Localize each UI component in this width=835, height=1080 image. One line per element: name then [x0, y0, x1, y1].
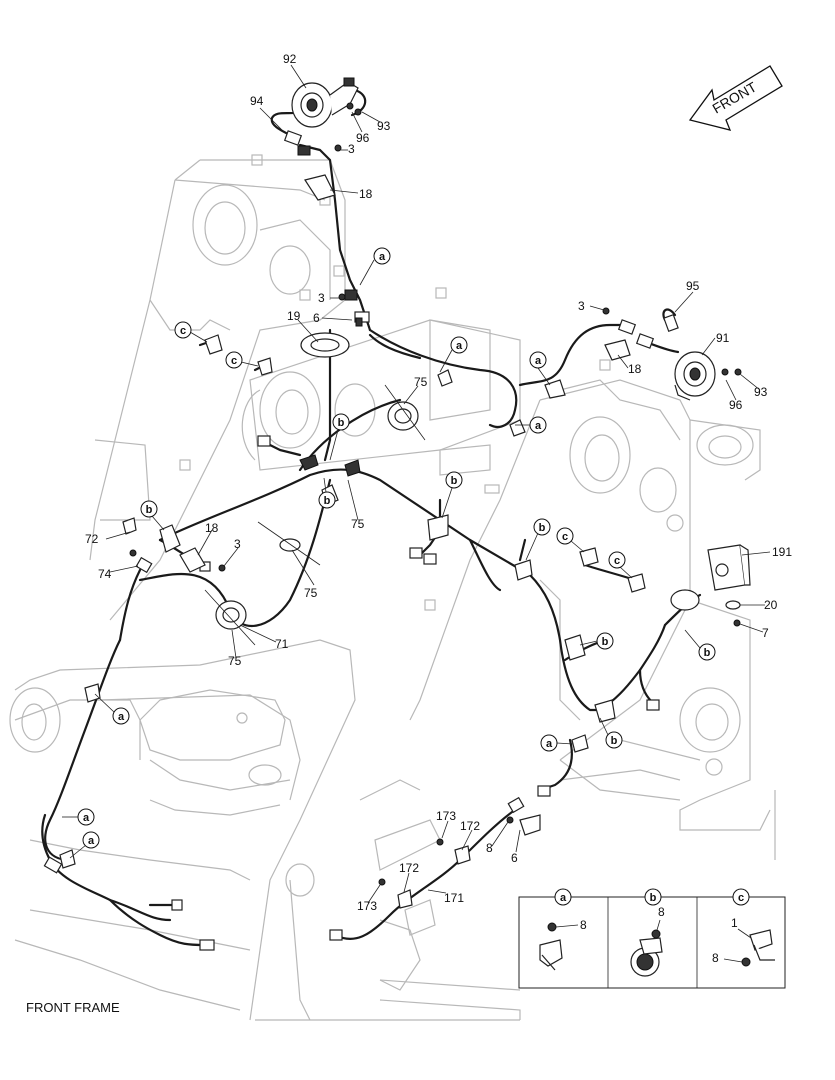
callout-173: 173	[436, 809, 456, 823]
svg-text:a: a	[88, 835, 95, 847]
legend-panel-a: a 8	[539, 888, 587, 971]
ref-a-2: a	[439, 336, 468, 373]
svg-text:b: b	[338, 417, 345, 429]
callout-96: 96	[729, 398, 743, 412]
callout-92: 92	[283, 52, 297, 66]
legend-panel-b: b 8	[630, 888, 665, 977]
svg-text:1: 1	[731, 916, 738, 930]
callout-191: 191	[772, 545, 792, 559]
parts	[43, 77, 751, 951]
callout-95: 95	[686, 279, 700, 293]
ref-a-3: a	[529, 351, 551, 386]
ref-c-2: c	[225, 351, 259, 369]
svg-text:c: c	[614, 555, 620, 567]
callout-20: 20	[764, 598, 778, 612]
svg-text:b: b	[324, 495, 331, 507]
ref-b-7: b	[684, 629, 716, 661]
svg-text:a: a	[118, 711, 125, 723]
callout-72: 72	[85, 532, 99, 546]
svg-text:a: a	[560, 892, 567, 904]
circle-references: a a a a a a a a b b b b b b b b c c c c	[62, 247, 716, 859]
callout-19: 19	[287, 309, 301, 323]
callout-93: 93	[754, 385, 768, 399]
callout-75: 75	[351, 517, 365, 531]
part-callouts: 92 94 96 93 3 18 3 6 19 3 95 91 18 96 93…	[85, 52, 792, 913]
svg-text:b: b	[539, 522, 546, 534]
callout-71: 71	[275, 637, 289, 651]
horn-92	[291, 77, 362, 128]
diagram-caption: FRONT FRAME	[26, 1000, 120, 1015]
callout-3: 3	[348, 142, 355, 156]
callout-173: 173	[357, 899, 377, 913]
svg-text:a: a	[379, 251, 386, 263]
svg-text:c: c	[180, 325, 186, 337]
svg-text:8: 8	[658, 905, 665, 919]
callout-172: 172	[399, 861, 419, 875]
svg-text:a: a	[535, 420, 542, 432]
wire-harness	[41, 88, 702, 947]
svg-text:c: c	[231, 355, 237, 367]
ref-b-2: b	[318, 477, 336, 509]
callout-75: 75	[304, 586, 318, 600]
front-frame-outline	[9, 154, 776, 1021]
svg-text:a: a	[535, 355, 542, 367]
svg-text:a: a	[546, 738, 553, 750]
svg-text:c: c	[562, 531, 568, 543]
svg-text:b: b	[611, 735, 618, 747]
ref-c-1: c	[174, 321, 208, 343]
callout-7: 7	[762, 626, 769, 640]
callout-75: 75	[228, 654, 242, 668]
callout-6: 6	[511, 851, 518, 865]
horn-91	[674, 351, 742, 401]
ref-c-4: c	[608, 551, 633, 579]
svg-text:c: c	[738, 892, 744, 904]
ref-b-1: b	[329, 413, 350, 461]
callout-172: 172	[460, 819, 480, 833]
svg-text:b: b	[146, 504, 153, 516]
detail-legend: a 8 b 8 c 1 8	[518, 888, 786, 989]
callout-91: 91	[716, 331, 730, 345]
callout-3: 3	[318, 291, 325, 305]
legend-panel-c: c 1 8	[712, 888, 775, 967]
callout-171: 171	[444, 891, 464, 905]
callout-74: 74	[98, 567, 112, 581]
callout-96: 96	[356, 131, 370, 145]
ref-c-3: c	[556, 527, 585, 553]
svg-text:a: a	[83, 812, 90, 824]
callout-18: 18	[359, 187, 373, 201]
ref-b-3: b	[441, 471, 463, 519]
ref-a-1: a	[359, 247, 391, 286]
svg-text:8: 8	[580, 918, 587, 932]
front-arrow: FRONT	[688, 65, 783, 131]
svg-text:a: a	[456, 340, 463, 352]
ref-a-8: a	[69, 831, 100, 859]
leader-lines	[105, 64, 771, 904]
ref-b-5: b	[525, 518, 551, 561]
callout-93: 93	[377, 119, 391, 133]
svg-text:b: b	[650, 892, 657, 904]
svg-text:b: b	[704, 647, 711, 659]
svg-text:b: b	[602, 636, 609, 648]
ref-a-4: a	[515, 416, 547, 434]
callout-18: 18	[628, 362, 642, 376]
callout-6: 6	[313, 311, 320, 325]
svg-text:b: b	[451, 475, 458, 487]
svg-text:8: 8	[712, 951, 719, 965]
ref-b-6: b	[579, 632, 614, 650]
callout-3: 3	[234, 537, 241, 551]
callout-3: 3	[578, 299, 585, 313]
ref-a-6: a	[540, 734, 574, 752]
ref-b-8: b	[599, 717, 623, 749]
callout-94: 94	[250, 94, 264, 108]
ref-b-4: b	[140, 500, 165, 531]
ref-a-5: a	[94, 693, 130, 725]
ref-a-7: a	[62, 808, 95, 826]
callout-75: 75	[414, 375, 428, 389]
callout-8: 8	[486, 841, 493, 855]
callout-18: 18	[205, 521, 219, 535]
